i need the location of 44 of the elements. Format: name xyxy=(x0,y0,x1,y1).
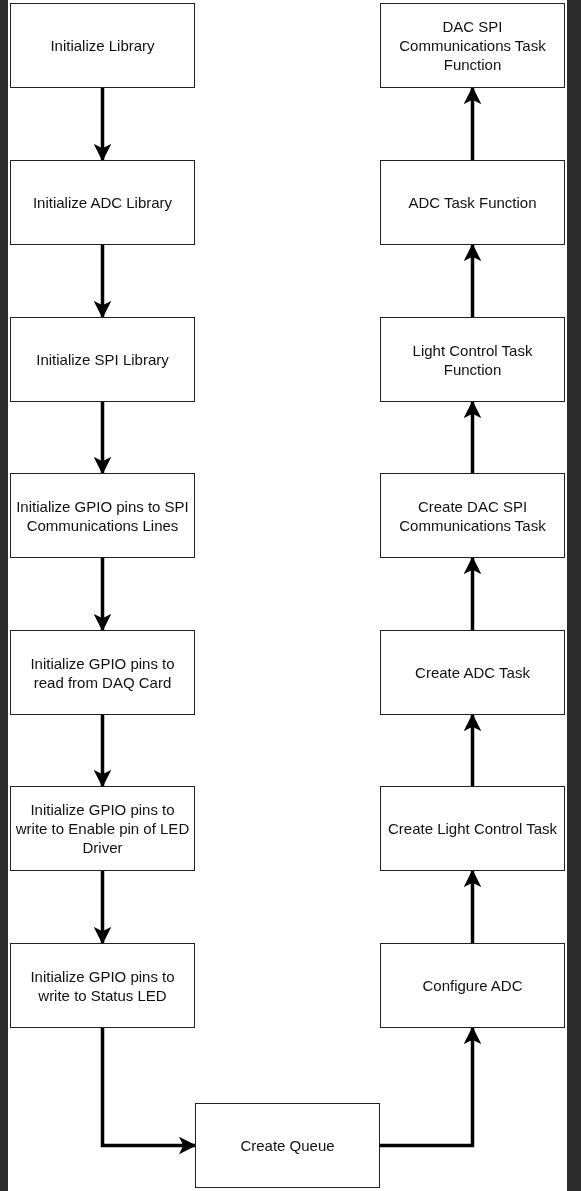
box-label: Initialize ADC Library xyxy=(32,193,173,212)
arrow xyxy=(93,402,112,475)
box-label: Create Queue xyxy=(240,1136,335,1155)
process-box xyxy=(10,630,195,715)
arrow xyxy=(100,1028,197,1155)
box-label: Initialize GPIO pins to write to Enable pin of LED Driver xyxy=(15,800,190,857)
box-label: ADC Task Function xyxy=(408,193,537,212)
arrow xyxy=(93,245,112,319)
process-box xyxy=(380,943,565,1028)
arrow xyxy=(380,1026,482,1148)
arrow xyxy=(463,869,482,943)
process-box xyxy=(380,786,565,871)
process-box xyxy=(10,160,195,245)
process-box xyxy=(10,317,195,402)
box-label: DAC SPI Communications Task Function xyxy=(398,17,547,74)
process-box xyxy=(195,1103,380,1188)
box-label: Create Light Control Task xyxy=(388,819,557,838)
arrow xyxy=(463,400,482,473)
box-label: Create DAC SPI Communications Task xyxy=(398,496,547,535)
arrow xyxy=(463,243,482,317)
box-label: Initialize GPIO pins to read from DAQ Card xyxy=(29,653,176,692)
process-box xyxy=(10,786,195,871)
box-label: Initialize GPIO pins to SPI Communications Lines xyxy=(15,496,190,535)
process-box xyxy=(380,160,565,245)
process-box xyxy=(10,3,195,88)
box-label: Initialize Library xyxy=(50,36,155,55)
process-box xyxy=(380,3,565,88)
arrow xyxy=(93,715,112,788)
box-label: Initialize GPIO pins to write to Status LED xyxy=(29,966,176,1005)
process-box xyxy=(380,473,565,558)
process-box xyxy=(380,630,565,715)
arrow xyxy=(463,713,482,786)
box-label: Configure ADC xyxy=(422,976,523,995)
process-box xyxy=(380,317,565,402)
process-box xyxy=(10,473,195,558)
arrow xyxy=(93,558,112,632)
box-label: Light Control Task Function xyxy=(411,340,534,379)
box-label: Create ADC Task xyxy=(415,663,530,682)
process-box xyxy=(10,943,195,1028)
arrow xyxy=(463,86,482,160)
arrow xyxy=(463,556,482,630)
arrow xyxy=(93,88,112,162)
box-label: Initialize SPI Library xyxy=(36,350,169,369)
arrow xyxy=(93,871,112,945)
